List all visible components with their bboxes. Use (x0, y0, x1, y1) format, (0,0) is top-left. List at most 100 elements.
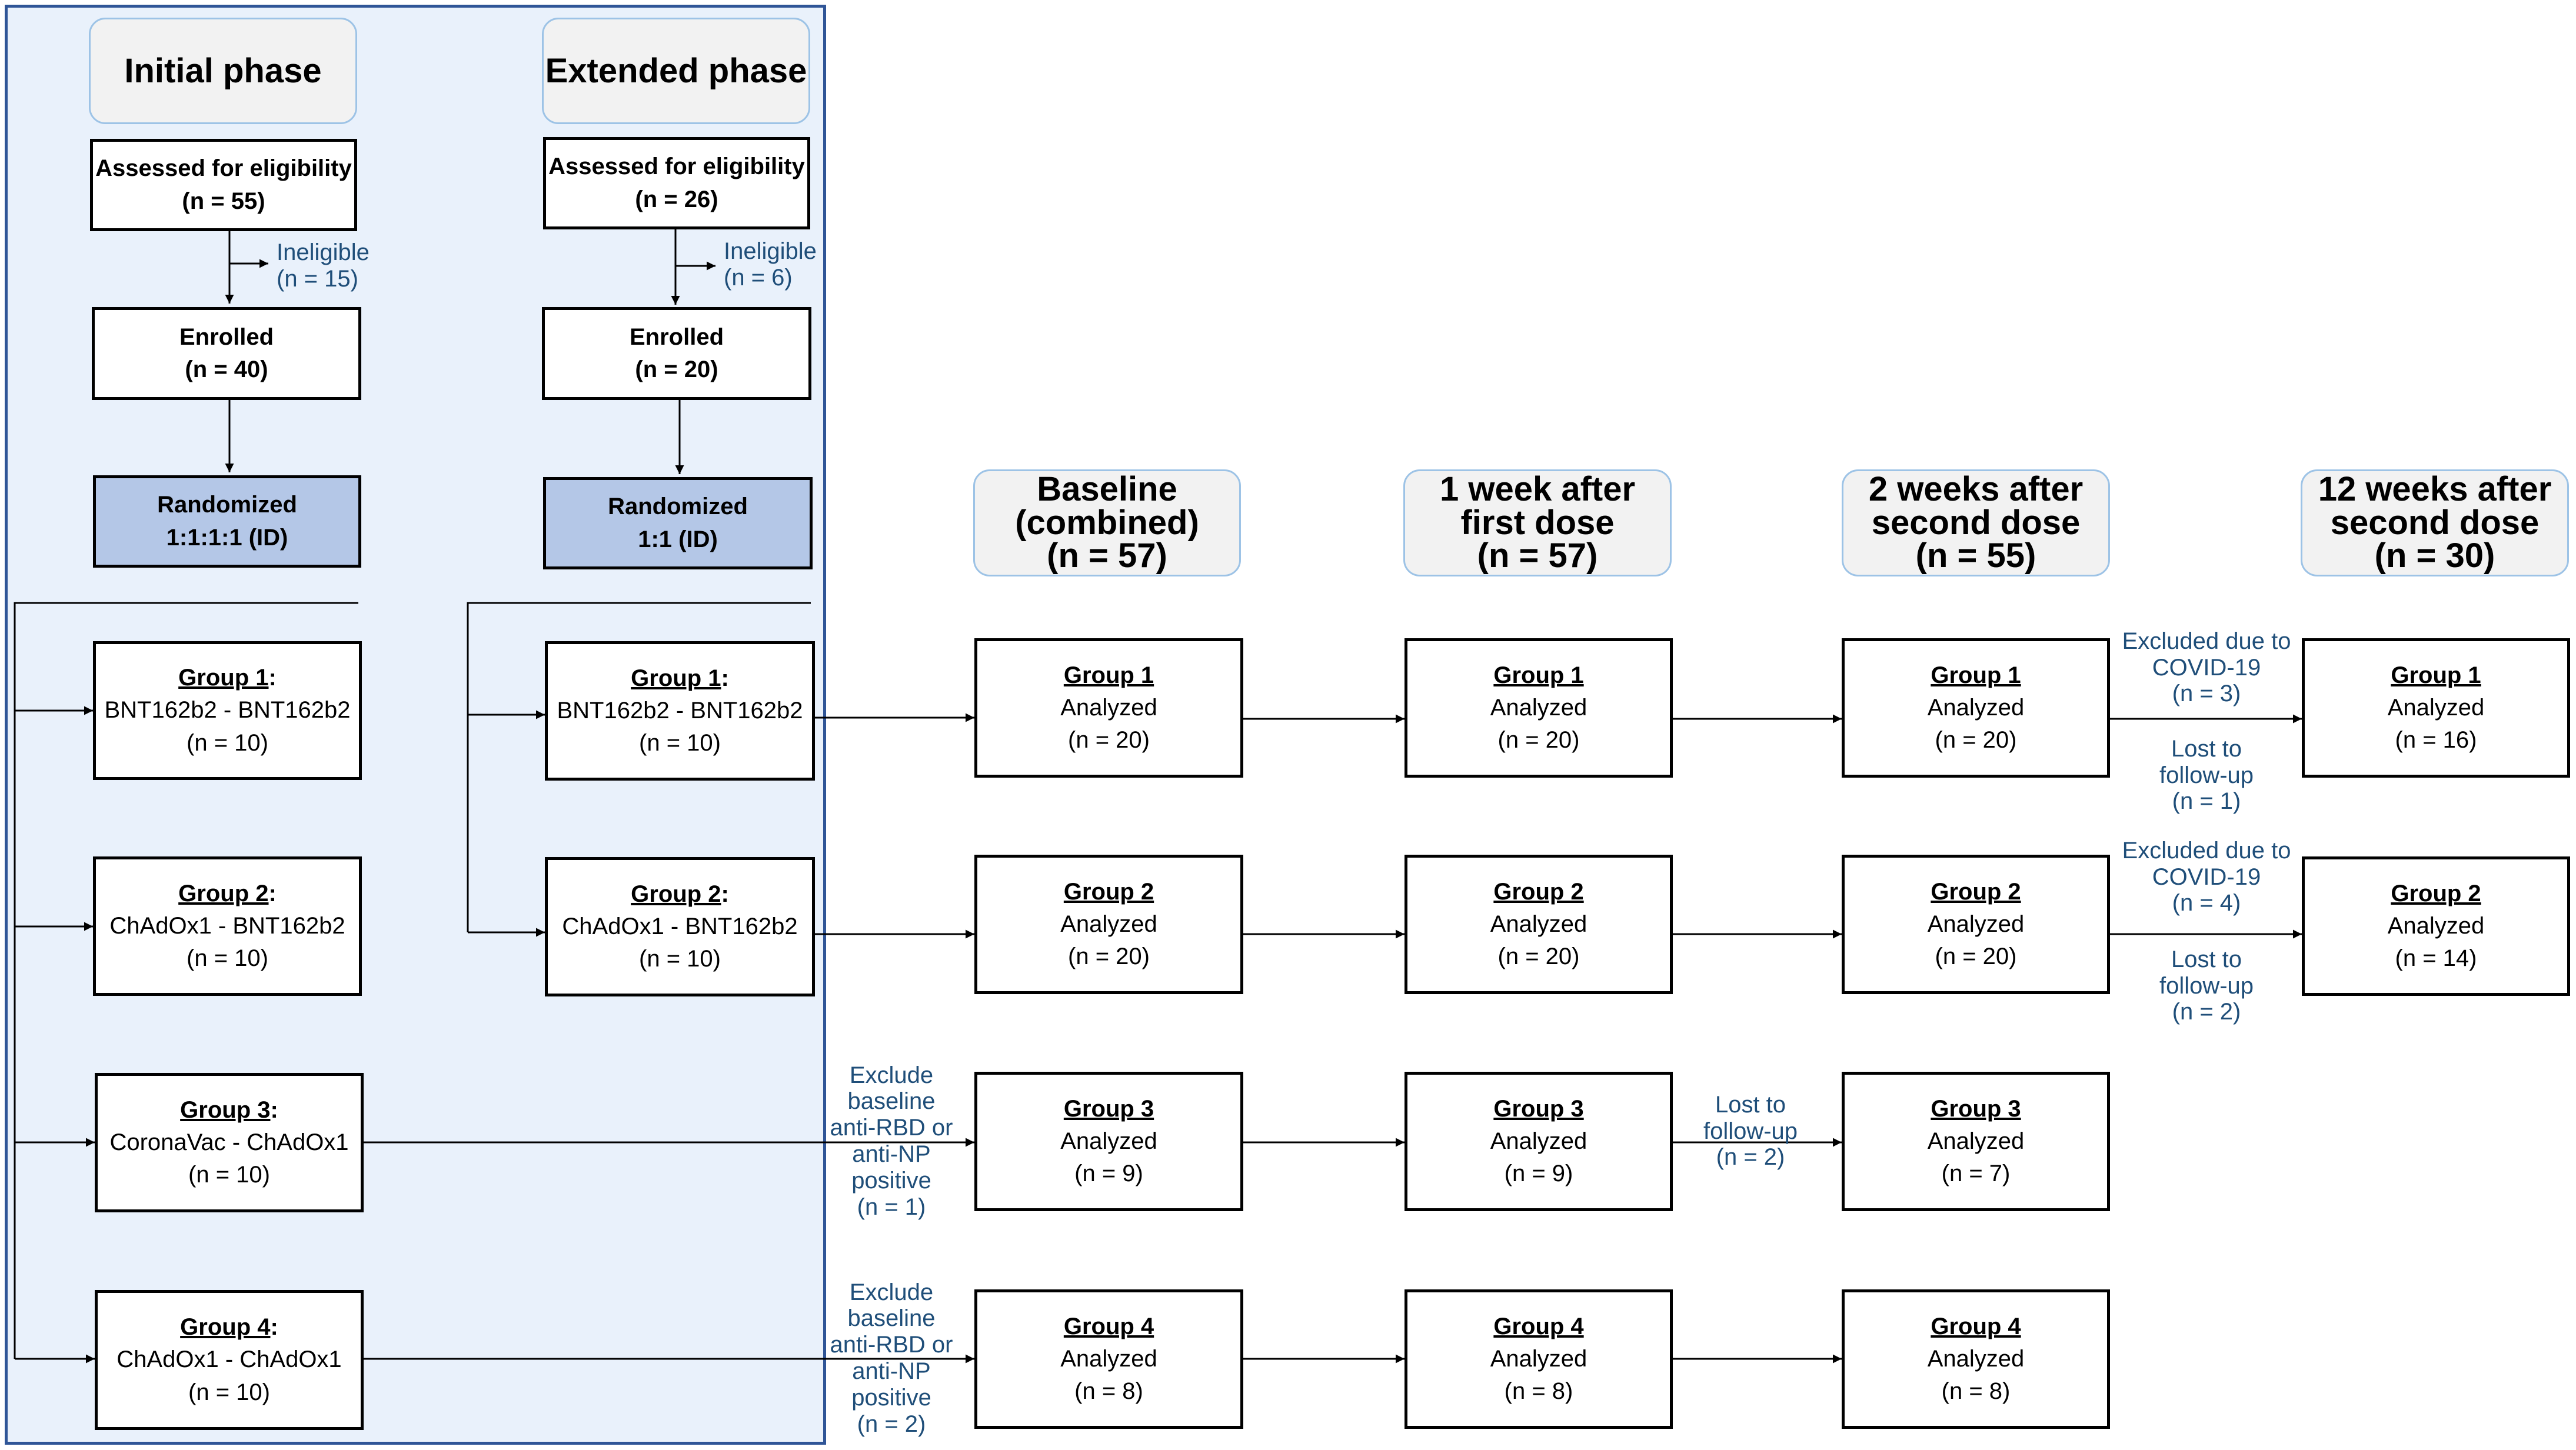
initial-group4-title: Group 4 (180, 1314, 271, 1341)
week1-group3-box: Group 3 Analyzed (n = 9) (1405, 1072, 1673, 1211)
timepoint-week2-line3: (n = 55) (1915, 536, 2036, 575)
lost-group2-note: Lost to follow-up (n = 2) (2142, 942, 2271, 1030)
covid-group2-line2: COVID-19 (2152, 864, 2261, 890)
initial-ineligible-label: Ineligible (277, 239, 370, 266)
exclude-group4-line2: baseline (847, 1305, 936, 1332)
week12-group1-title: Group 1 (2391, 662, 2481, 688)
initial-group3-title: Group 3 (180, 1096, 271, 1123)
extended-enrolled-label: Enrolled (629, 324, 724, 350)
extended-group1-title: Group 1 (631, 665, 721, 691)
baseline-group3-title: Group 3 (1063, 1095, 1154, 1122)
week12-group1-status: Analyzed (2387, 694, 2485, 721)
initial-group1-box: Group 1: BNT162b2 - BNT162b2 (n = 10) (93, 641, 362, 780)
extended-phase-header: Extended phase (542, 18, 810, 124)
extended-randomized-box: Randomized 1:1 (ID) (543, 477, 813, 569)
extended-enrolled-box: Enrolled (n = 20) (542, 307, 811, 400)
initial-group1-regimen: BNT162b2 - BNT162b2 (104, 697, 351, 724)
lost-group1-line3: (n = 1) (2172, 788, 2241, 815)
initial-phase-header: Initial phase (89, 18, 357, 124)
extended-group2-regimen: ChAdOx1 - BNT162b2 (562, 913, 798, 939)
lost-group3-line3: (n = 2) (1716, 1144, 1785, 1171)
exclude-group4-line4: anti-NP (852, 1358, 931, 1384)
extended-group1-regimen: BNT162b2 - BNT162b2 (557, 697, 803, 724)
baseline-group4-box: Group 4 Analyzed (n = 8) (974, 1289, 1243, 1429)
initial-enrolled-box: Enrolled (n = 40) (92, 307, 361, 400)
extended-phase-title: Extended phase (545, 51, 807, 90)
exclude-group4-line3: anti-RBD or (830, 1332, 953, 1358)
week1-group2-box: Group 2 Analyzed (n = 20) (1405, 855, 1673, 994)
extended-randomized-label: Randomized (608, 494, 748, 520)
timepoint-week1-line3: (n = 57) (1477, 536, 1598, 575)
timepoint-week2-line1: 2 weeks after (1868, 469, 2084, 508)
week1-group3-count: (n = 9) (1504, 1161, 1573, 1187)
extended-group2-title: Group 2 (631, 881, 721, 907)
week2-group2-count: (n = 20) (1935, 944, 2017, 970)
timepoint-week12-header: 12 weeks after second dose (n = 30) (2301, 469, 2569, 576)
baseline-group2-title: Group 2 (1063, 878, 1154, 905)
line-extended-randomized-branch (467, 602, 811, 932)
week12-group2-title: Group 2 (2391, 880, 2481, 906)
initial-group1-count: (n = 10) (187, 729, 268, 756)
lost-group1-line1: Lost to (2171, 735, 2242, 762)
covid-group1-line3: (n = 3) (2172, 681, 2241, 707)
baseline-group3-status: Analyzed (1060, 1128, 1157, 1154)
week12-group2-status: Analyzed (2387, 912, 2485, 939)
week2-group1-title: Group 1 (1931, 662, 2021, 688)
covid-group1-note: Excluded due to COVID-19 (n = 3) (2112, 624, 2301, 712)
week1-group2-title: Group 2 (1493, 878, 1584, 905)
extended-group2-box: Group 2: ChAdOx1 - BNT162b2 (n = 10) (545, 857, 815, 996)
baseline-group2-status: Analyzed (1060, 911, 1157, 937)
initial-assessed-count: (n = 55) (182, 188, 265, 214)
timepoint-week1-header: 1 week after first dose (n = 57) (1403, 469, 1672, 576)
initial-group2-title: Group 2 (178, 880, 269, 906)
timepoint-week2-header: 2 weeks after second dose (n = 55) (1842, 469, 2110, 576)
initial-group3-regimen: CoronaVac - ChAdOx1 (109, 1129, 349, 1155)
week1-group4-count: (n = 8) (1504, 1378, 1573, 1405)
week1-group4-box: Group 4 Analyzed (n = 8) (1405, 1289, 1673, 1429)
week12-group1-box: Group 1 Analyzed (n = 16) (2302, 638, 2570, 778)
exclude-group4-line6: (n = 2) (857, 1411, 926, 1437)
baseline-group1-title: Group 1 (1063, 662, 1154, 688)
exclude-group3-line3: anti-RBD or (830, 1115, 953, 1141)
week1-group3-status: Analyzed (1490, 1128, 1587, 1154)
week1-group2-status: Analyzed (1490, 911, 1587, 937)
covid-group2-line1: Excluded due to (2122, 837, 2291, 864)
week2-group3-status: Analyzed (1927, 1128, 2025, 1154)
week2-group2-status: Analyzed (1927, 911, 2025, 937)
extended-ineligible-label: Ineligible (724, 238, 817, 265)
covid-group1-line1: Excluded due to (2122, 628, 2291, 654)
week2-group1-box: Group 1 Analyzed (n = 20) (1842, 638, 2110, 778)
exclude-group4-line5: positive (851, 1384, 931, 1411)
initial-randomized-label: Randomized (157, 492, 297, 518)
timepoint-week2-line2: second dose (1871, 503, 2081, 542)
initial-group3-count: (n = 10) (188, 1162, 270, 1188)
week2-group3-count: (n = 7) (1941, 1161, 2011, 1187)
extended-ineligible-count: (n = 6) (724, 265, 793, 291)
initial-assessed-label: Assessed for eligibility (95, 155, 352, 182)
extended-assessed-count: (n = 26) (635, 186, 718, 212)
initial-enrolled-count: (n = 40) (185, 356, 268, 382)
lost-group2-line2: follow-up (2159, 972, 2254, 999)
exclude-group4-note: Exclude baseline anti-RBD or anti-NP pos… (824, 1273, 959, 1444)
exclude-group3-line1: Exclude (849, 1062, 934, 1088)
initial-group4-regimen: ChAdOx1 - ChAdOx1 (117, 1346, 342, 1373)
initial-group1-title: Group 1 (178, 665, 269, 691)
exclude-group3-line5: positive (851, 1167, 931, 1194)
week1-group3-title: Group 3 (1493, 1095, 1584, 1122)
week12-group1-count: (n = 16) (2395, 727, 2477, 754)
week12-group2-box: Group 2 Analyzed (n = 14) (2302, 856, 2570, 996)
week2-group1-count: (n = 20) (1935, 727, 2017, 754)
week1-group4-title: Group 4 (1493, 1313, 1584, 1339)
initial-ineligible-count: (n = 15) (277, 266, 358, 292)
week12-group2-count: (n = 14) (2395, 945, 2477, 972)
week2-group3-box: Group 3 Analyzed (n = 7) (1842, 1072, 2110, 1211)
exclude-group3-line2: baseline (847, 1088, 936, 1115)
initial-phase-title: Initial phase (124, 51, 322, 90)
initial-group4-box: Group 4: ChAdOx1 - ChAdOx1 (n = 10) (95, 1290, 364, 1430)
exclude-group3-line4: anti-NP (852, 1141, 931, 1167)
week2-group2-title: Group 2 (1931, 878, 2021, 905)
week2-group4-box: Group 4 Analyzed (n = 8) (1842, 1289, 2110, 1429)
exclude-group3-line6: (n = 1) (857, 1194, 926, 1220)
